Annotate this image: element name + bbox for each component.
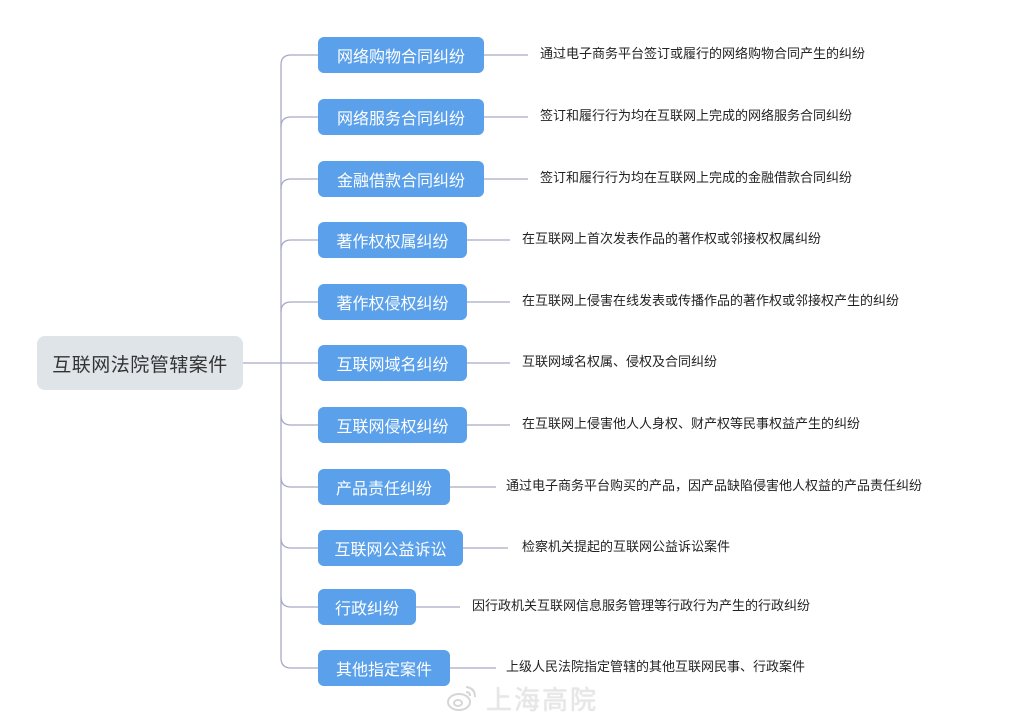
branch-node-administrative[interactable]: 行政纠纷 [318, 589, 416, 625]
branch-node-public-interest-litigation[interactable]: 互联网公益诉讼 [318, 530, 463, 566]
branch-node-financial-loan-contract[interactable]: 金融借款合同纠纷 [318, 161, 484, 197]
branch-description: 通过电子商务平台购买的产品，因产品缺陷侵害他人权益的产品责任纠纷 [506, 479, 923, 494]
branch-description: 检察机关提起的互联网公益诉讼案件 [522, 540, 731, 555]
branch-node-other-designated[interactable]: 其他指定案件 [318, 650, 450, 686]
branch-node-copyright-infringement[interactable]: 著作权侵权纠纷 [318, 284, 467, 320]
branch-description: 通过电子商务平台签订或履行的网络购物合同产生的纠纷 [540, 47, 866, 62]
branch-node-copyright-ownership[interactable]: 著作权权属纠纷 [318, 222, 467, 258]
branch-node-internet-infringement[interactable]: 互联网侵权纠纷 [318, 407, 467, 443]
root-label: 互联网法院管辖案件 [52, 353, 228, 376]
branch-label: 金融借款合同纠纷 [336, 171, 465, 190]
branch-label: 其他指定案件 [335, 660, 432, 679]
branch-description: 上级人民法院指定管辖的其他互联网民事、行政案件 [506, 660, 806, 675]
spine [280, 54, 292, 669]
branch-label: 互联网公益诉讼 [334, 540, 447, 559]
branch-node-product-liability[interactable]: 产品责任纠纷 [318, 469, 450, 505]
weibo-icon [447, 686, 476, 711]
branch-label: 网络购物合同纠纷 [336, 47, 465, 66]
branch-description: 在互联网上侵害他人人身权、财产权等民事权益产生的纠纷 [522, 417, 861, 432]
watermark-text: 上海高院 [486, 685, 599, 716]
branch-label: 著作权权属纠纷 [336, 232, 449, 251]
branch-node-domain-name[interactable]: 互联网域名纠纷 [318, 345, 467, 381]
branch-label: 行政纠纷 [334, 599, 399, 618]
branch-label: 网络服务合同纠纷 [336, 109, 465, 128]
branch-node-online-shopping-contract[interactable]: 网络购物合同纠纷 [318, 37, 484, 73]
branch-node-online-service-contract[interactable]: 网络服务合同纠纷 [318, 99, 484, 135]
branch-description: 互联网域名权属、侵权及合同纠纷 [522, 355, 718, 370]
branch-description: 在互联网上首次发表作品的著作权或邻接权权属纠纷 [522, 232, 822, 247]
branch-label: 互联网域名纠纷 [336, 355, 449, 374]
branch-description: 签订和履行行为均在互联网上完成的网络服务合同纠纷 [540, 109, 853, 124]
branch-description: 因行政机关互联网信息服务管理等行政行为产生的行政纠纷 [472, 599, 811, 614]
watermark: 上海高院 [446, 680, 598, 716]
branch-label: 著作权侵权纠纷 [336, 294, 449, 313]
branch-label: 互联网侵权纠纷 [336, 417, 449, 436]
root-node[interactable]: 互联网法院管辖案件 [37, 336, 243, 390]
branch-label: 产品责任纠纷 [335, 479, 432, 498]
branch-description: 在互联网上侵害在线发表或传播作品的著作权或邻接权产生的纠纷 [522, 294, 900, 309]
branch-description: 签订和履行行为均在互联网上完成的金融借款合同纠纷 [540, 171, 853, 186]
